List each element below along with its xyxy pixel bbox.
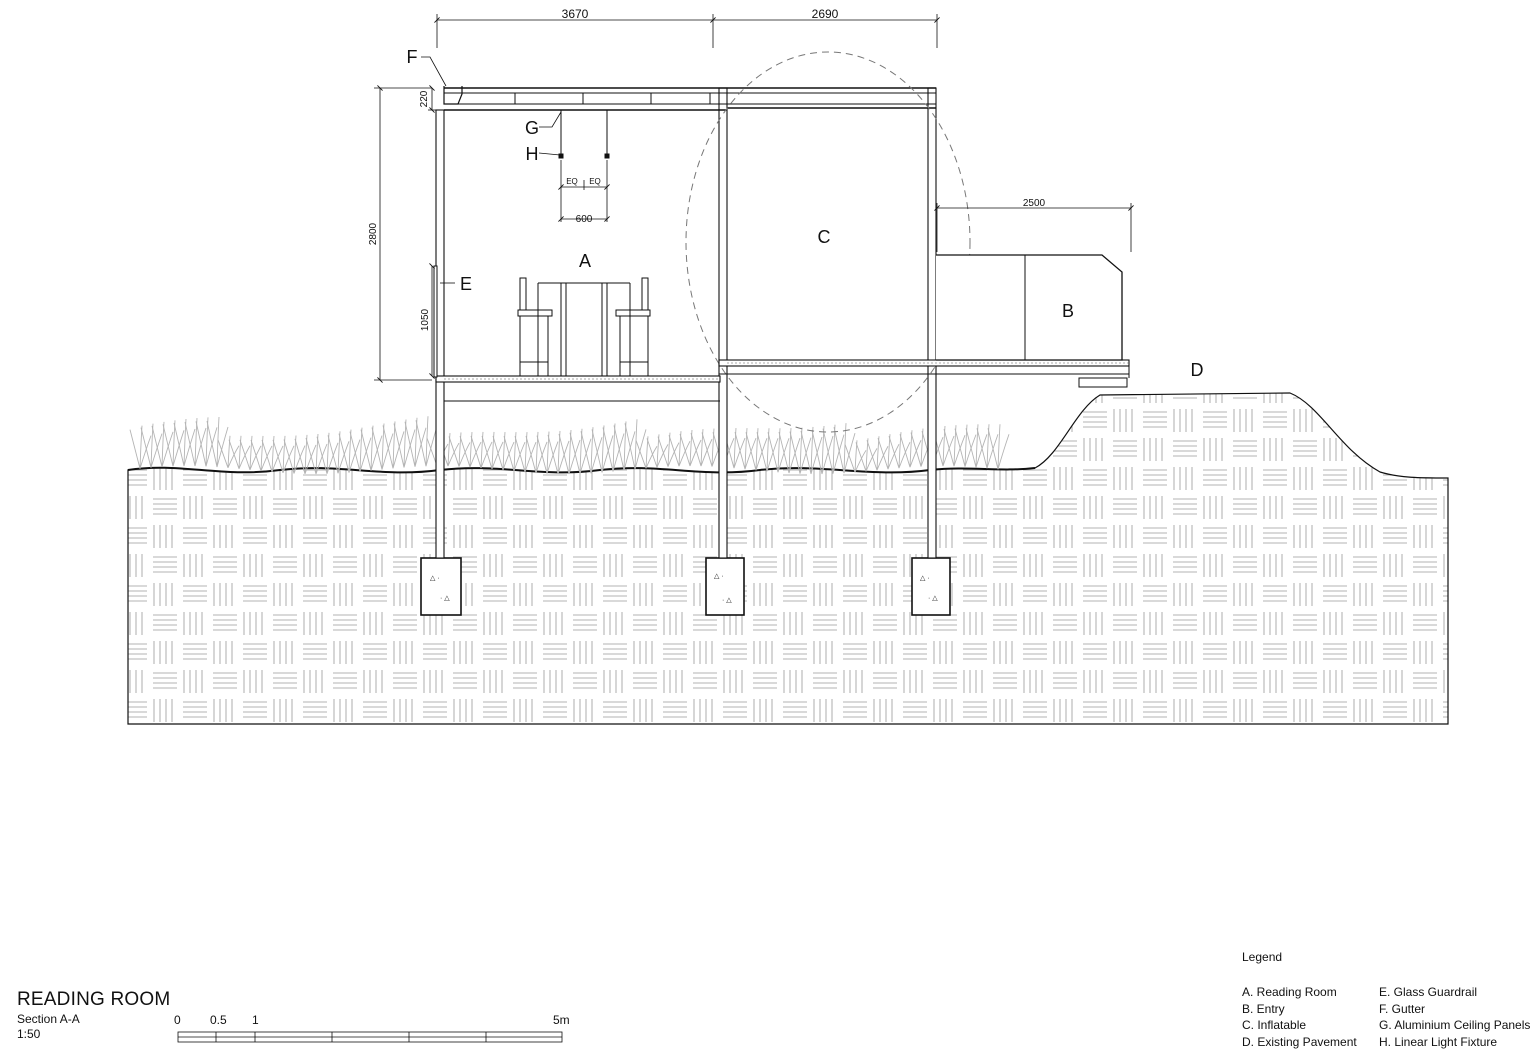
glass-guardrail xyxy=(433,265,438,378)
legend-column-2: E. Glass Guardrail F. Gutter G. Aluminiu… xyxy=(1379,984,1530,1051)
svg-text:△ ·: △ · xyxy=(920,575,930,582)
reading-table xyxy=(537,282,631,376)
dim-eq-left: EQ xyxy=(566,177,578,186)
legend-heading: Legend xyxy=(1242,950,1283,964)
drawing-title: READING ROOM xyxy=(17,989,171,1010)
svg-text:· △: · △ xyxy=(440,595,450,602)
footing-left: △ · · △ xyxy=(420,557,462,616)
legend-item: E. Glass Guardrail xyxy=(1379,985,1478,999)
entry-enclosure xyxy=(936,254,1123,361)
scale-label-half: 0.5 xyxy=(210,1013,227,1027)
dim-2800: 2800 xyxy=(368,222,379,245)
floor-entry xyxy=(718,359,1130,388)
dim-600: 600 xyxy=(576,214,593,225)
legend-item: A. Reading Room xyxy=(1242,985,1337,999)
roof xyxy=(444,87,936,111)
label-c: C xyxy=(818,227,831,247)
legend-item: B. Entry xyxy=(1242,1001,1285,1016)
section-name: Section A-A xyxy=(17,1012,80,1026)
scale-label-0: 0 xyxy=(174,1013,181,1027)
footing-middle: △ · · △ xyxy=(705,557,745,616)
dim-eq-right: EQ xyxy=(589,177,601,186)
dimension-lines xyxy=(374,14,1134,383)
leader-lines xyxy=(421,56,562,284)
footing-right: △ · · △ xyxy=(911,557,951,616)
ground-line xyxy=(127,466,1036,474)
label-g: G xyxy=(525,118,539,138)
ground-section xyxy=(127,392,1449,725)
gutter xyxy=(443,86,463,105)
dim-1050: 1050 xyxy=(420,308,431,331)
scale-label-5m: 5m xyxy=(553,1013,570,1027)
label-f: F xyxy=(407,47,418,67)
floor-reading-room xyxy=(435,375,721,402)
svg-text:△ ·: △ · xyxy=(430,575,440,582)
svg-text:· △: · △ xyxy=(722,597,732,604)
title-block: READING ROOM Section A-A 1:50 xyxy=(17,988,170,1042)
scale-bar xyxy=(177,1031,563,1043)
label-b: B xyxy=(1062,301,1074,321)
svg-text:△ ·: △ · xyxy=(714,573,724,580)
linear-light-fixtures xyxy=(558,110,610,159)
dim-2690: 2690 xyxy=(812,7,839,21)
grass-vegetation xyxy=(129,416,1010,475)
label-d: D xyxy=(1191,360,1204,380)
stool-left xyxy=(517,277,553,376)
label-a: A xyxy=(579,251,591,271)
legend-item: G. Aluminium Ceiling Panels xyxy=(1379,1018,1531,1033)
label-h: H xyxy=(526,144,539,164)
dim-220: 220 xyxy=(419,90,430,107)
dim-2500: 2500 xyxy=(1023,198,1046,209)
legend-item: F. Gutter xyxy=(1379,1001,1426,1016)
legend-item: C. Inflatable xyxy=(1242,1018,1307,1033)
legend-column-1: A. Reading Room B. Entry C. Inflatable D… xyxy=(1242,984,1357,1051)
legend-item: H. Linear Light Fixture xyxy=(1379,1035,1498,1050)
legend-item: D. Existing Pavement xyxy=(1242,1035,1357,1050)
svg-text:· △: · △ xyxy=(928,595,938,602)
label-e: E xyxy=(460,274,472,294)
drawing-scale: 1:50 xyxy=(17,1027,41,1041)
stool-right xyxy=(615,277,651,376)
inflatable-outline xyxy=(685,51,971,433)
dim-3670: 3670 xyxy=(562,7,589,21)
scale-label-1: 1 xyxy=(252,1013,259,1027)
